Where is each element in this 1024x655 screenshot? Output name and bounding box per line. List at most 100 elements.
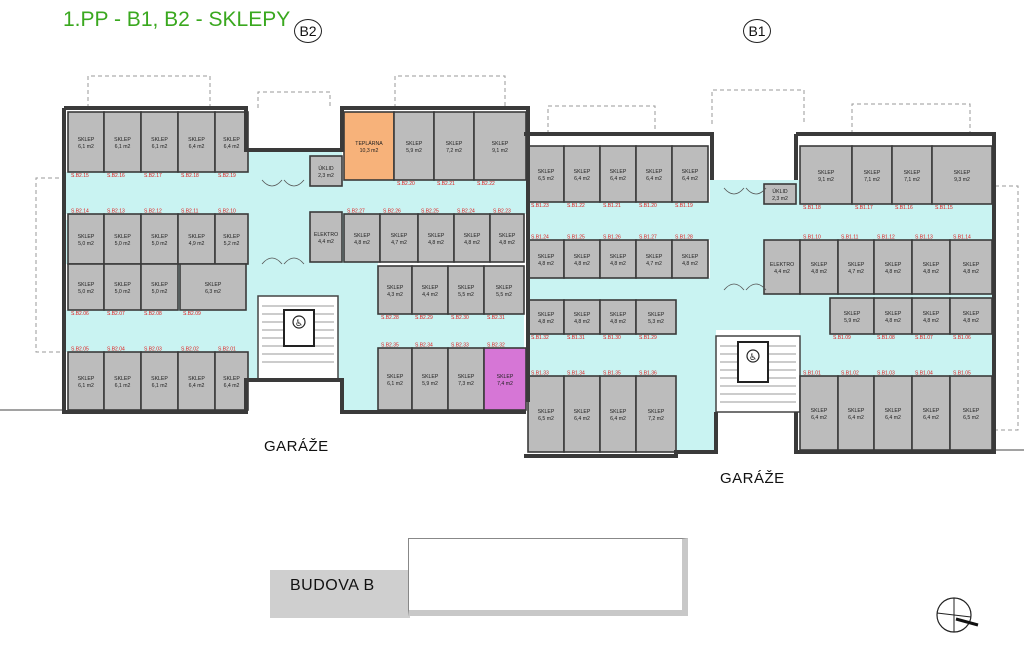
room-shape: [563, 239, 601, 279]
room-area: 5,2 m2: [224, 241, 240, 247]
room-name: SKLEP: [864, 170, 881, 176]
room-name: SKLEP: [848, 408, 865, 414]
room-name: SKLEP: [682, 169, 699, 175]
stair-core-b2: ♿: [257, 295, 339, 381]
room-code: S.B2.04: [107, 347, 125, 353]
room-shape: [309, 211, 343, 263]
room-name: SKLEP: [538, 254, 555, 260]
room-code: S.B2.10: [218, 209, 236, 215]
room-code: S.B1.09: [833, 335, 851, 341]
room-name: ÚKLID: [318, 165, 334, 172]
room-area: 4,4 m2: [422, 292, 438, 298]
room-shape: [214, 351, 249, 411]
room-code: S.B2.17: [144, 173, 162, 179]
room-name: SKLEP: [428, 233, 445, 239]
room-name: SKLEP: [648, 312, 665, 318]
room-name: SKLEP: [354, 233, 371, 239]
room-area: 6,5 m2: [538, 416, 554, 422]
room-area: 2,3 m2: [318, 173, 334, 179]
room-area: 4,4 m2: [774, 269, 790, 275]
room-shape: [891, 145, 933, 205]
room-shape: [483, 347, 527, 411]
room-area: 4,3 m2: [387, 292, 403, 298]
room-area: 4,8 m2: [354, 240, 370, 246]
room-area: 4,8 m2: [682, 261, 698, 267]
room-code: S.B2.35: [381, 343, 399, 349]
building-marker-b2: B2: [294, 19, 322, 43]
room-area: 6,4 m2: [224, 144, 240, 150]
room-name: SKLEP: [205, 282, 222, 288]
room-code: S.B1.26: [603, 235, 621, 241]
room-area: 5,3 m2: [648, 319, 664, 325]
room-name: SKLEP: [844, 311, 861, 317]
room-area: 6,4 m2: [189, 144, 205, 150]
room-code: S.B2.07: [107, 311, 125, 317]
room-area: 6,4 m2: [682, 176, 698, 182]
room-shape: [393, 111, 435, 181]
room-name: SKLEP: [923, 262, 940, 268]
room-code: S.B2.23: [493, 209, 511, 215]
room-name: SKLEP: [151, 137, 168, 143]
room-name: SKLEP: [114, 376, 131, 382]
room-code: S.B2.13: [107, 209, 125, 215]
room-area: 6,4 m2: [574, 176, 590, 182]
room-shape: [140, 111, 179, 173]
room-shape: [483, 265, 525, 315]
room-area: 4,8 m2: [885, 318, 901, 324]
room-area: 5,5 m2: [496, 292, 512, 298]
room-area: 6,5 m2: [963, 415, 979, 421]
room-area: 4,8 m2: [923, 318, 939, 324]
room-area: 7,4 m2: [497, 381, 513, 387]
svg-text:♿: ♿: [295, 319, 303, 329]
room-name: SKLEP: [885, 408, 902, 414]
room-name: SKLEP: [391, 233, 408, 239]
room-code: S.B1.18: [803, 205, 821, 211]
room-name: SKLEP: [538, 169, 555, 175]
room-shape: [103, 263, 142, 311]
room-shape: [599, 375, 637, 453]
room-name: SKLEP: [963, 262, 980, 268]
room-area: 6,1 m2: [115, 383, 131, 389]
room-code: S.B2.02: [181, 347, 199, 353]
room-name: SKLEP: [574, 254, 591, 260]
room-shape: [140, 263, 179, 311]
room-shape: [447, 347, 485, 411]
room-name: SKLEP: [811, 262, 828, 268]
garage-label-right: GARÁŽE: [720, 470, 785, 487]
room-code: S.B1.17: [855, 205, 873, 211]
room-name: SKLEP: [458, 285, 475, 291]
room-area: 9,1 m2: [492, 148, 508, 154]
room-code: S.B2.28: [381, 315, 399, 321]
room-area: 6,1 m2: [152, 383, 168, 389]
room-area: 5,0 m2: [115, 289, 131, 295]
room-code: S.B1.03: [877, 371, 895, 377]
room-name: SKLEP: [648, 409, 665, 415]
room-area: 5,9 m2: [422, 381, 438, 387]
room-name: SKLEP: [496, 285, 513, 291]
room-name: SKLEP: [464, 233, 481, 239]
room-shape: [377, 347, 413, 411]
room-code: S.B1.11: [841, 235, 859, 241]
